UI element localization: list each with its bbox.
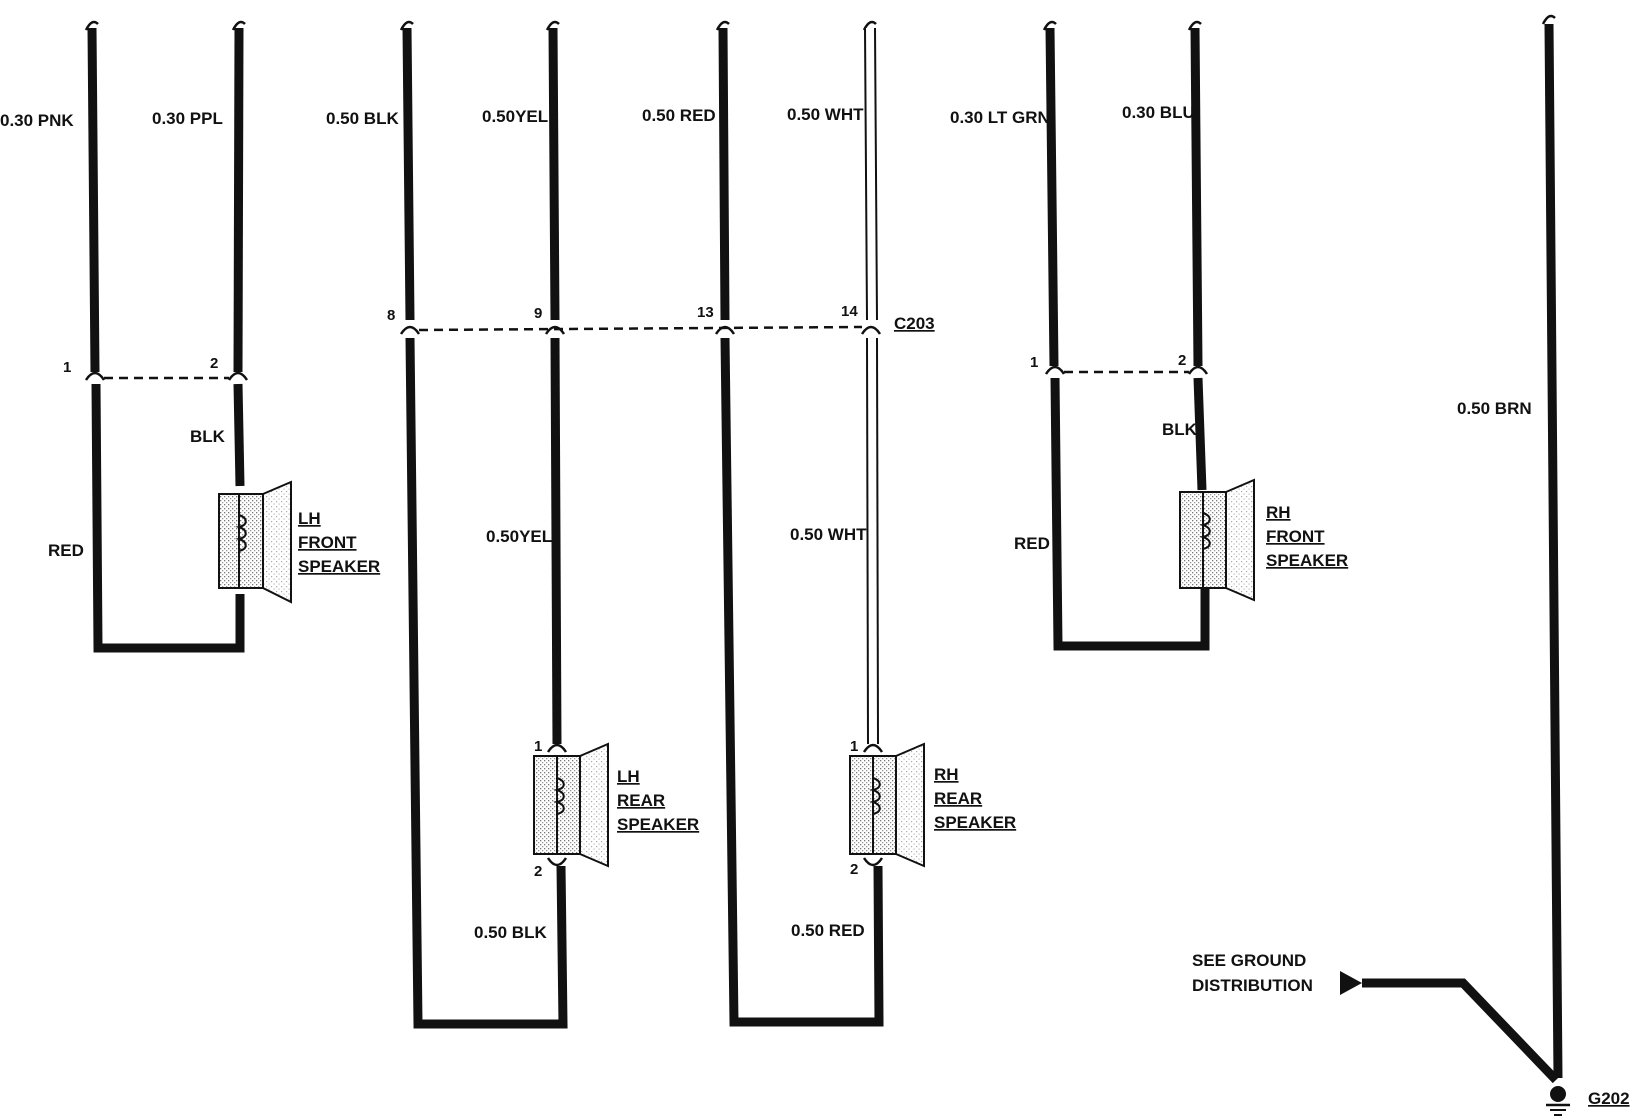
ground-circuit: 0.50 BRN SEE GROUND DISTRIBUTION G202	[1192, 14, 1630, 1116]
connector-terminal	[1187, 365, 1209, 375]
component-label: FRONT	[1266, 527, 1325, 546]
ground-note: DISTRIBUTION	[1192, 976, 1313, 995]
wire-blk	[1193, 377, 1207, 491]
component-label: RH	[1266, 503, 1291, 522]
break-mark	[1187, 20, 1202, 31]
wire-label: 0.50 RED	[642, 106, 716, 125]
pin-number: 9	[534, 305, 542, 322]
wire-label: 0.50 RED	[791, 921, 865, 940]
break-mark	[231, 20, 246, 31]
wire-blk-loop	[405, 337, 568, 1029]
rear-speaker-circuit: 0.50 BLK 0.50YEL 0.50 RED 0.50 WHT 8 9 1…	[326, 20, 1016, 1029]
component-label: SPEAKER	[1266, 551, 1348, 570]
break-mark	[1042, 20, 1057, 31]
pin-number: 1	[1030, 354, 1038, 371]
pin-number: 1	[534, 738, 542, 755]
pin-number: 1	[63, 359, 71, 376]
connector-terminal	[860, 325, 882, 335]
wire-label: 0.30 BLU	[1122, 103, 1195, 122]
connector-terminal	[84, 371, 106, 381]
rh-rear-speaker-symbol	[849, 742, 925, 868]
wire-label: 0.50 BLK	[474, 923, 547, 942]
wire-label: RED	[1014, 534, 1050, 553]
component-label: REAR	[934, 789, 982, 808]
wire-label: 0.50YEL	[482, 107, 548, 126]
component-label: LH	[617, 767, 640, 786]
pin-number: 2	[850, 861, 858, 878]
connector-name: C203	[894, 314, 935, 333]
pin-number: 2	[534, 863, 542, 880]
wire-red	[718, 27, 730, 321]
connector-terminal	[862, 857, 884, 867]
component-label: SPEAKER	[298, 557, 380, 576]
break-mark	[715, 20, 730, 31]
connector-terminal	[546, 857, 568, 867]
wire-blk	[233, 383, 245, 487]
lh-rear-speaker-symbol	[533, 742, 609, 868]
rh-front-speaker-symbol	[1179, 478, 1255, 602]
ground-symbol	[1546, 1086, 1570, 1116]
connector-terminal	[544, 325, 566, 335]
break-mark	[545, 20, 560, 31]
wire-label: 0.30 PPL	[152, 109, 223, 128]
wire-label: 0.50 WHT	[790, 525, 867, 544]
lh-front-circuit: 0.30 PNK 0.30 PPL 1 2 BLK RED LH FRONT S…	[0, 20, 380, 653]
connector-terminal	[546, 743, 568, 753]
wire-red-loop	[720, 337, 884, 1027]
wire-blu	[1190, 27, 1203, 367]
c203-dashed-link	[418, 325, 863, 332]
pin-number: 2	[1178, 352, 1186, 369]
wire-yel	[550, 337, 562, 745]
pin-number: 1	[850, 738, 858, 755]
wire-label: 0.50 BRN	[1457, 399, 1532, 418]
wire-red-blk-loop	[91, 383, 245, 653]
wire-label: 0.50YEL	[486, 527, 552, 546]
wire-ground-distribution	[1362, 978, 1560, 1084]
pin-number: 13	[697, 304, 714, 321]
connector-terminal	[227, 371, 249, 381]
ground-distribution-arrow	[1340, 971, 1362, 995]
wire-blk	[402, 27, 415, 321]
connector-terminal	[862, 743, 884, 753]
wire-ppl	[233, 27, 244, 373]
break-mark	[1541, 14, 1556, 25]
ground-name: G202	[1588, 1089, 1630, 1108]
wire-label: 0.30 PNK	[0, 111, 74, 130]
break-mark	[84, 20, 99, 31]
break-mark	[399, 20, 414, 31]
component-label: SPEAKER	[617, 815, 699, 834]
ground-note: SEE GROUND	[1192, 951, 1306, 970]
wire-yel	[548, 27, 560, 321]
wire-pnk	[87, 27, 100, 373]
wire-label: RED	[48, 541, 84, 560]
rh-front-circuit: 0.30 LT GRN 0.30 BLU 1 2 BLK RED RH FRON…	[950, 20, 1348, 651]
wire-label: 0.50 BLK	[326, 109, 399, 128]
component-label: SPEAKER	[934, 813, 1016, 832]
connector-terminal	[399, 325, 421, 335]
component-label: LH	[298, 509, 321, 528]
wire-label: 0.30 LT GRN	[950, 108, 1050, 127]
component-label: RH	[934, 765, 959, 784]
wire-label: BLK	[1162, 420, 1198, 439]
pin-number: 14	[841, 303, 858, 320]
connector-terminal	[1044, 365, 1066, 375]
wire-red-blk-loop	[1050, 377, 1210, 651]
component-label: FRONT	[298, 533, 357, 552]
pin-number: 2	[210, 355, 218, 372]
component-label: REAR	[617, 791, 665, 810]
lh-front-speaker-symbol	[218, 480, 292, 604]
wire-label: BLK	[190, 427, 226, 446]
pin-number: 8	[387, 307, 395, 324]
wire-label: 0.50 WHT	[787, 105, 864, 124]
wire-brn	[1544, 23, 1563, 1079]
wire-lt-grn	[1045, 27, 1059, 367]
